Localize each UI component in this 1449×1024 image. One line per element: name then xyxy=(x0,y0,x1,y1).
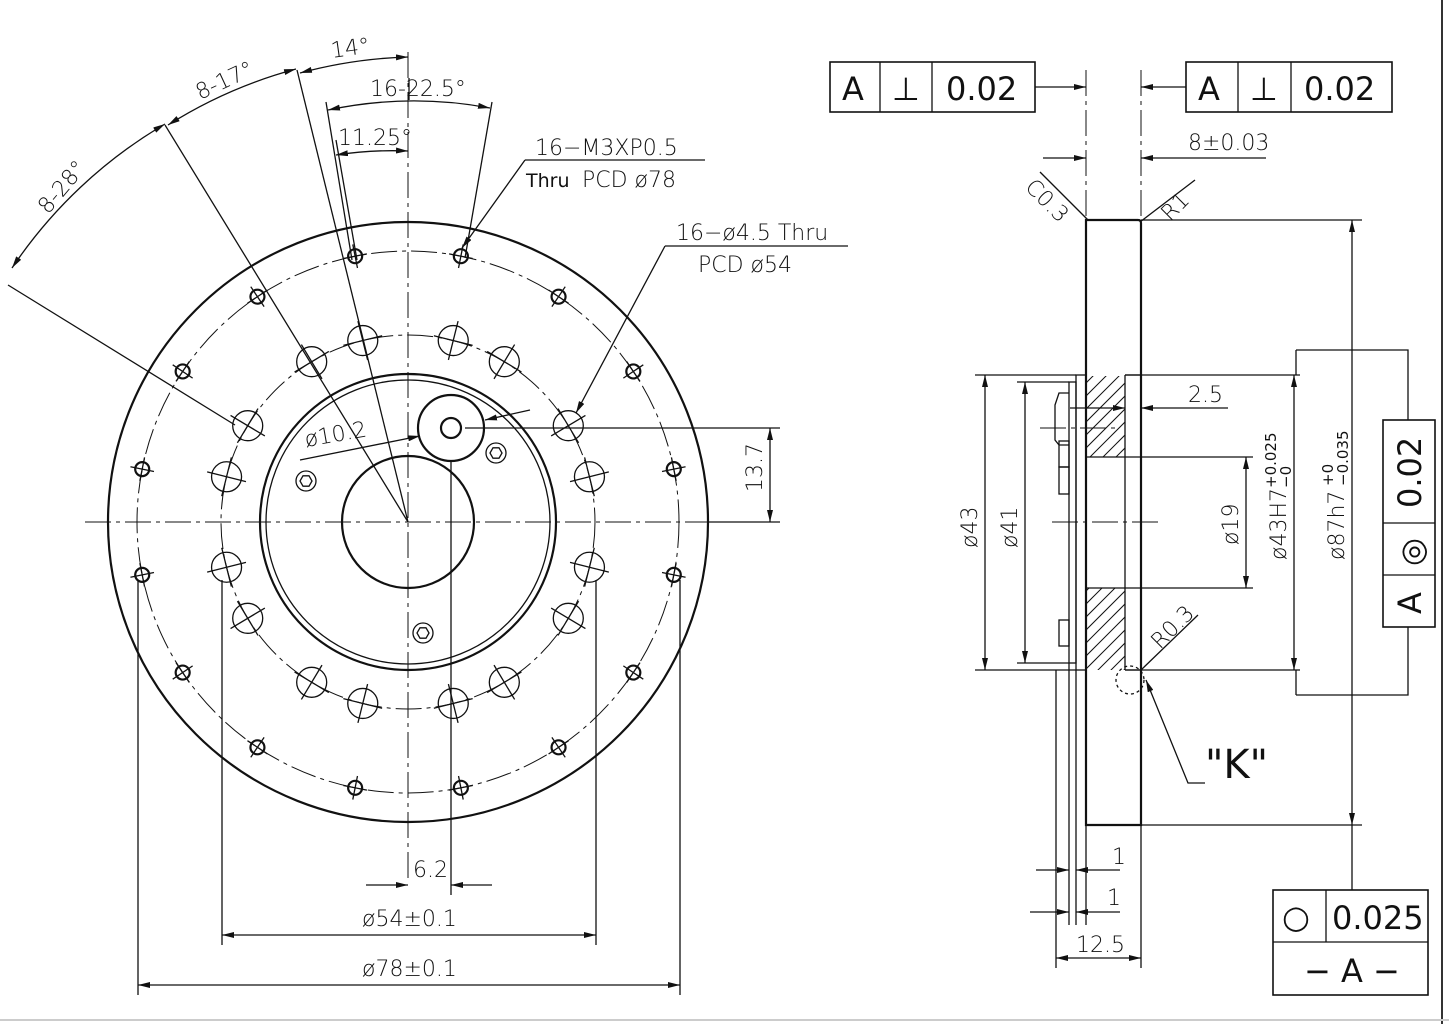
through-hole-4-5 xyxy=(230,408,266,444)
hex-socket-screw xyxy=(485,442,507,464)
m3-thread-hole xyxy=(130,562,155,587)
dia-43h7-label: ø43H7 xyxy=(1267,488,1292,560)
gdt-circularity: ○ 0.025 − A − xyxy=(1272,889,1429,996)
gdt-perpendicularity-left: A ⊥ 0.02 xyxy=(829,61,1086,113)
m3-thread-hole xyxy=(130,457,155,482)
circularity-icon: ○ xyxy=(1282,898,1310,936)
thread-callout-thru: Thru xyxy=(525,170,570,192)
dia-43-label: ø43 xyxy=(958,507,983,548)
tolerance-value: 0.02 xyxy=(946,70,1017,108)
side-view: 8±0.03 C0.3 R1 2.5 ø43 ø41 ø19 ø43H7 +0.… xyxy=(958,70,1409,968)
m3-thread-hole xyxy=(448,775,473,800)
perpendicularity-icon: ⊥ xyxy=(1250,70,1278,108)
hole-callout-line2: PCD ø54 xyxy=(698,253,792,278)
datum-a-label: − A − xyxy=(1304,952,1400,990)
through-hole-4-5 xyxy=(433,683,473,724)
dia-43h7-tol-upper: +0.025 xyxy=(1262,432,1280,488)
m3-thread-hole xyxy=(343,775,368,800)
m3-thread-hole xyxy=(448,244,473,269)
dim-6-2-label: 6.2 xyxy=(413,858,448,883)
through-hole-4-5 xyxy=(486,664,522,700)
m3-thread-hole xyxy=(622,662,644,683)
gdt-perpendicularity-right: A ⊥ 0.02 xyxy=(1141,61,1393,113)
through-hole-4-5 xyxy=(294,664,330,700)
m3-thread-hole xyxy=(661,457,686,482)
dia-19-label: ø19 xyxy=(1219,504,1244,545)
dia-43h7-tol-lower: −0 xyxy=(1277,466,1295,488)
through-hole-4-5 xyxy=(343,320,383,361)
datum-label: A xyxy=(842,70,864,108)
m3-thread-hole xyxy=(548,286,569,308)
gdt-concentricity: 0.02 ◎ A xyxy=(1382,419,1436,628)
angle-16-22-5-label: 16-22.5° xyxy=(370,77,466,102)
through-hole-4-5 xyxy=(206,547,247,587)
through-hole-4-5 xyxy=(433,320,473,361)
angle-8-17-label: 8-17° xyxy=(192,57,258,105)
m3-thread-hole xyxy=(172,662,194,683)
angle-14-label: 14° xyxy=(329,34,371,64)
section-hatch xyxy=(1087,588,1125,670)
datum-label: A xyxy=(1198,70,1220,108)
dim-12-5-label: 12.5 xyxy=(1076,933,1125,958)
through-hole-4-5 xyxy=(569,547,610,587)
section-hatch xyxy=(1087,376,1125,457)
thickness-label: 8±0.03 xyxy=(1188,131,1269,156)
through-hole-4-5 xyxy=(206,457,247,497)
perpendicularity-icon: ⊥ xyxy=(892,70,920,108)
dia-87h7-tol-upper: +0 xyxy=(1319,464,1337,486)
radius-r0-3-label: R0.3 xyxy=(1147,601,1200,654)
thread-callout-line1: 16−M3XP0.5 xyxy=(535,136,678,161)
dia-78-label: ø78±0.1 xyxy=(362,957,457,982)
hex-socket-screw xyxy=(295,470,317,492)
dim-1-b-label: 1 xyxy=(1107,886,1121,911)
hex-socket-screw xyxy=(412,622,434,644)
chamfer-label: C0.3 xyxy=(1020,175,1073,228)
through-hole-4-5 xyxy=(550,600,586,636)
counterbore-inner xyxy=(439,416,463,440)
dia-54-label: ø54±0.1 xyxy=(362,907,457,932)
m3-thread-hole xyxy=(661,562,686,587)
dia-87h7-tol-lower: −0.035 xyxy=(1334,430,1352,486)
through-hole-4-5 xyxy=(550,408,586,444)
through-hole-4-5 xyxy=(569,457,610,497)
hole-callout-line1: 16−ø4.5 Thru xyxy=(676,221,828,246)
front-view: 14° 8-17° 8-28° 16-22.5° 11.25° 16−M3XP0… xyxy=(7,34,848,995)
tolerance-value: 0.02 xyxy=(1304,70,1375,108)
through-hole-4-5 xyxy=(230,600,266,636)
m3-thread-hole xyxy=(247,736,268,758)
dia-87h7-label: ø87h7 xyxy=(1325,491,1350,560)
tolerance-value: 0.025 xyxy=(1332,899,1424,937)
detail-k-label: "K" xyxy=(1205,742,1268,788)
m3-thread-hole xyxy=(622,361,644,382)
through-hole-4-5 xyxy=(486,344,522,380)
datum-label: A xyxy=(1391,592,1429,614)
concentricity-icon: ◎ xyxy=(1393,538,1431,566)
dia-41-label: ø41 xyxy=(998,507,1023,548)
tolerance-value: 0.02 xyxy=(1391,437,1429,508)
angle-11-25-label: 11.25° xyxy=(338,126,412,151)
m3-thread-hole xyxy=(548,736,569,758)
dim-1-a-label: 1 xyxy=(1112,845,1126,870)
m3-thread-hole xyxy=(172,361,194,382)
dim-13-7-label: 13.7 xyxy=(743,443,768,492)
angle-8-28-label: 8-28° xyxy=(33,156,91,219)
through-hole-4-5 xyxy=(294,344,330,380)
thread-callout-line2: PCD ø78 xyxy=(582,168,676,193)
dim-2-5-label: 2.5 xyxy=(1188,383,1223,408)
dia-10-2-label: ø10.2 xyxy=(303,417,369,452)
m3-thread-hole xyxy=(247,286,268,308)
through-hole-4-5 xyxy=(343,683,383,724)
